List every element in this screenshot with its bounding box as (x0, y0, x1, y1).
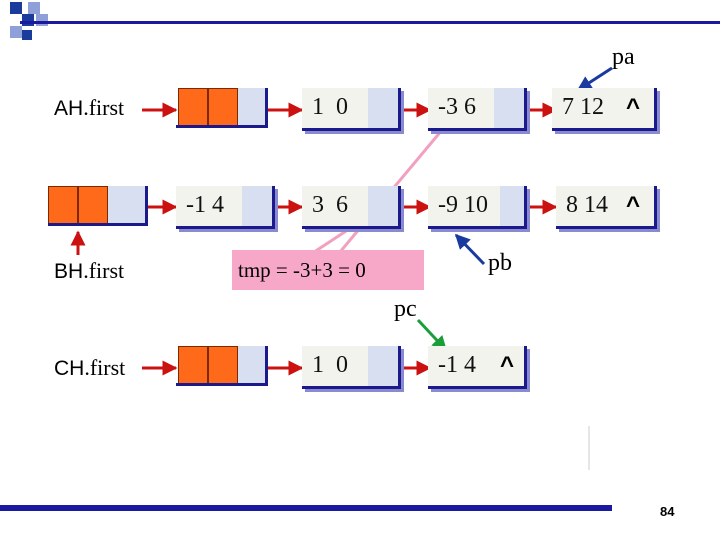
faint-divider (588, 426, 590, 470)
corner-square (22, 30, 32, 40)
ah-label-bold: AH (54, 97, 84, 120)
corner-square (10, 2, 22, 14)
ch-term-node: -1 4 ^ (428, 346, 527, 389)
term-text: 3 6 (312, 192, 348, 218)
corner-square (10, 26, 22, 38)
tmp-callout: tmp = -3+3 = 0 (232, 250, 424, 290)
bh-label-bold: BH (54, 260, 84, 283)
bh-head-node (48, 186, 148, 226)
bh-label-rest: .first (83, 258, 125, 283)
term-text: -9 10 (438, 192, 488, 218)
ch-term-node: 1 0 (302, 346, 401, 389)
ah-term-node: 7 12 ^ (552, 88, 657, 131)
pc-arrow (416, 318, 448, 352)
ch-first-label: CH.first (54, 355, 125, 381)
ah-head-node (176, 88, 268, 128)
ah-first-label: AH.first (54, 95, 124, 121)
term-text: 7 12 (562, 94, 604, 120)
term-text: -1 4 (186, 192, 224, 218)
pb-label: pb (488, 250, 512, 276)
ah-label-rest: .first (83, 95, 125, 120)
term-text: 8 14 (566, 192, 608, 218)
page-number: 84 (660, 504, 675, 519)
nil-symbol: ^ (500, 352, 515, 379)
term-text: 1 0 (312, 352, 348, 378)
term-text: -3 6 (438, 94, 476, 120)
top-rule (20, 21, 720, 24)
pc-label: pc (394, 296, 417, 322)
pa-label: pa (612, 44, 635, 70)
pb-arrow (454, 233, 486, 266)
term-text: 1 0 (312, 94, 348, 120)
ch-head-node (176, 346, 268, 386)
tmp-text: tmp = -3+3 = 0 (238, 258, 366, 282)
pa-arrow (576, 66, 613, 92)
bh-term-node: -9 10 (428, 186, 527, 229)
bh-first-label: BH.first (54, 258, 124, 284)
bh-term-node: 3 6 (302, 186, 401, 229)
corner-square (28, 2, 40, 14)
ah-term-node: -3 6 (428, 88, 527, 131)
ch-label-bold: CH (54, 357, 85, 380)
footer-bar (0, 505, 612, 511)
term-text: -1 4 (438, 352, 476, 378)
ch-label-rest: .first (84, 355, 126, 380)
ah-term-node: 1 0 (302, 88, 401, 131)
bh-term-node: -1 4 (176, 186, 275, 229)
nil-symbol: ^ (626, 94, 641, 121)
nil-symbol: ^ (626, 192, 641, 219)
bh-term-node: 8 14 ^ (556, 186, 657, 229)
